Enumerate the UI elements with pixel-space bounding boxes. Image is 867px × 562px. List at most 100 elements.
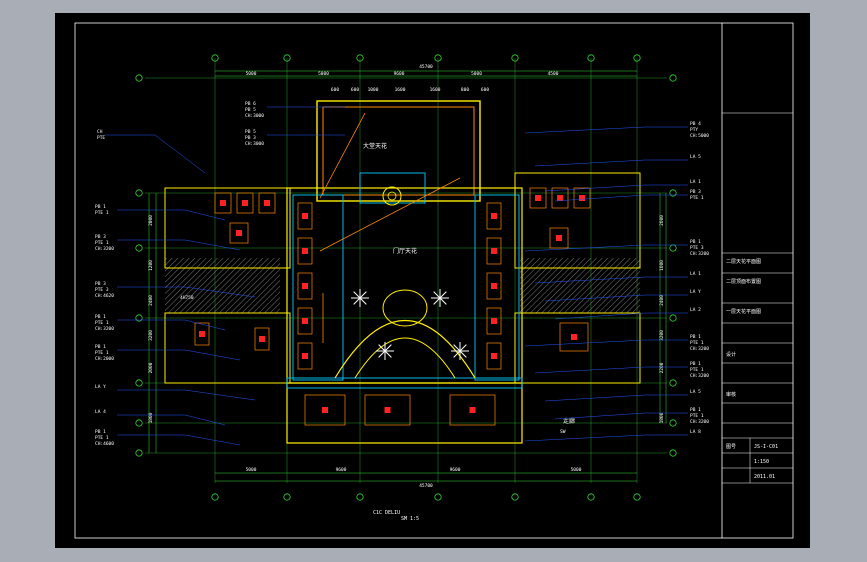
dim-left-span: 2400 (148, 295, 154, 306)
axis-bubble-top (587, 54, 595, 62)
light-fixture-core (302, 283, 308, 289)
tag-left-b: PTE 1 (95, 320, 109, 326)
tag-right-b: PTE 1 (690, 340, 704, 346)
light-fixture-frame (551, 187, 569, 209)
central-arch-inner (354, 337, 456, 379)
tag-right-a: LA 2 (690, 307, 701, 313)
dim-top-detail: 1000 (368, 87, 379, 93)
leader-right-bend (534, 366, 646, 374)
axis-bubble-right (669, 419, 677, 427)
leader-right-bend (544, 184, 646, 192)
tag-left-a: PB 1 (95, 204, 106, 210)
light-fixture-frame (529, 187, 547, 209)
light-fixture-frame (297, 202, 313, 230)
tag-left-a: PB 1 (95, 429, 106, 435)
plant-symbol-leaf (353, 291, 361, 299)
plant-symbol-leaf (359, 291, 367, 299)
tb-drawing-name: 二层天花平面图 (726, 258, 761, 265)
chandelier-ring (382, 186, 402, 206)
dim-top-span: 5000 (471, 71, 482, 77)
axis-bubble-bottom (356, 493, 364, 501)
leader-right-bend (524, 126, 646, 134)
corridor-hatch-left (165, 258, 280, 313)
light-fixture-frame (364, 394, 411, 426)
tag-right-c: CH:3200 (690, 373, 709, 379)
axis-bubble-left (135, 244, 143, 252)
tag-left-c: CH:4620 (95, 293, 114, 299)
wall-top-block (316, 100, 481, 202)
dim-top-detail: 600 (481, 87, 489, 93)
tag-right-c: CH:3200 (690, 346, 709, 352)
dim-right-span: 2400 (659, 295, 665, 306)
leader-right-bend (534, 159, 646, 167)
plant-symbol-leaf (378, 350, 386, 358)
wall-left-lower (164, 312, 291, 384)
plant-symbol-leaf (433, 297, 441, 305)
light-fixture-frame (304, 394, 346, 426)
dim-bottom-span: 5000 (571, 467, 582, 473)
plant-symbol-leaf (384, 344, 392, 352)
leader-left-bend (184, 389, 256, 401)
tag-right-c: CH:3200 (690, 251, 709, 257)
light-fixture-frame (236, 192, 254, 214)
drawing-frame (74, 22, 794, 539)
wall-right-lower (514, 312, 641, 384)
tag-left-c: CH:4600 (95, 441, 114, 447)
tag-right-b: PTE 3 (690, 245, 704, 251)
tb-project: 二层顶面布置图 (726, 278, 761, 285)
light-fixture-core (384, 407, 391, 413)
tag-left-c: CH:3200 (95, 326, 114, 332)
drawing-scale-note: SM 1:5 (401, 516, 419, 522)
leader-left-bend (184, 239, 241, 251)
room-label-hall: 大堂天花 (363, 142, 387, 150)
light-fixture-frame (486, 307, 502, 335)
tag-left-c: CH:2000 (95, 356, 114, 362)
cad-viewport[interactable]: 二层天花平面图 二层顶面布置图 一层天花平面图 设计 审核 图号 JS-I-C0… (55, 13, 810, 548)
light-fixture-frame (297, 237, 313, 265)
tag-left-b: PTE 1 (95, 240, 109, 246)
light-fixture-frame (486, 272, 502, 300)
plant-symbol-leaf (439, 291, 447, 299)
plant-symbol-leaf (378, 344, 386, 352)
light-fixture-frame (573, 187, 591, 209)
tag-right-b: PTY (690, 127, 698, 133)
dim-right-span: 3200 (659, 330, 665, 341)
axis-bubble-bottom (434, 493, 442, 501)
corridor-hatch-right (520, 258, 640, 313)
tag-left-b: PTE 1 (95, 435, 109, 441)
ceiling-bottom-band (286, 377, 523, 389)
dim-bottom-span: 5000 (246, 467, 257, 473)
light-fixture-frame (258, 192, 276, 214)
dim-top-detail: 1600 (395, 87, 406, 93)
light-fixture-core (302, 353, 308, 359)
tb-designer: 设计 (726, 351, 736, 358)
light-fixture-core (322, 407, 328, 413)
axis-bubble-bottom (211, 493, 219, 501)
leader-left-bend (184, 209, 226, 221)
tb-sheet: 图号 (726, 444, 736, 450)
dim-left-span: 1200 (148, 260, 154, 271)
light-fixture-frame (229, 222, 249, 244)
tag-left-b: PTE 3 (95, 287, 109, 293)
tag-right-a: PB 4 (690, 121, 701, 127)
drawing-title: C1C DELIU (373, 510, 400, 516)
tag-small-ch: CH (97, 129, 103, 135)
light-fixture-core (242, 200, 248, 206)
light-fixture-frame (486, 237, 502, 265)
axis-bubble-bottom (587, 493, 595, 501)
axis-bubble-right (669, 314, 677, 322)
tag-right-a: LA 5 (690, 389, 701, 395)
tag-topleft-b: PB 5 (245, 107, 256, 113)
tag-left-a: LA 4 (95, 409, 106, 415)
axis-bubble-right (669, 189, 677, 197)
plant-symbol-leaf (359, 297, 367, 305)
light-fixture-core (571, 334, 577, 340)
leader-left-bend (184, 319, 226, 331)
leader-right-bend (534, 276, 646, 284)
ceiling-slope-line (319, 112, 366, 199)
light-fixture-core (491, 353, 497, 359)
leader-right-bend (554, 312, 646, 320)
tag-topleft-a: PB 5 (245, 129, 256, 135)
light-fixture-core (236, 230, 242, 236)
light-fixture-core (302, 318, 308, 324)
